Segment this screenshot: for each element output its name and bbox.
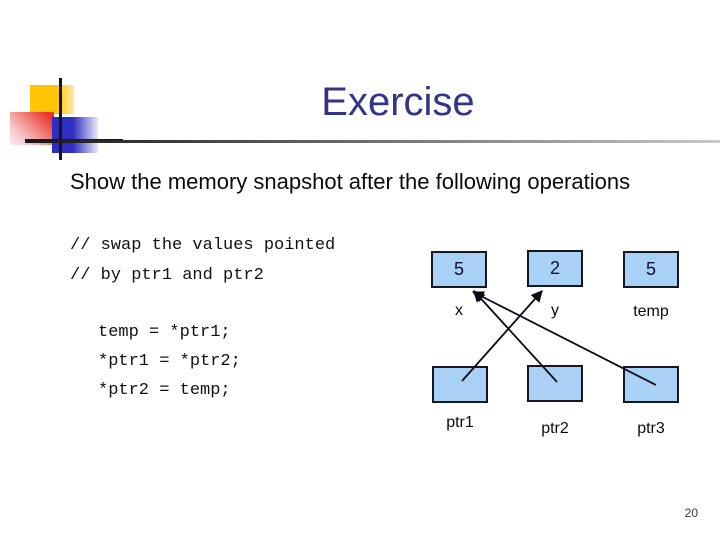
page-number: 20: [684, 506, 698, 520]
pointer-box-ptr2: [527, 365, 583, 402]
memory-box-y: 2: [527, 250, 583, 287]
memory-value-temp: 5: [645, 259, 656, 279]
code-statements: temp = *ptr1; *ptr1 = *ptr2; *ptr2 = tem…: [98, 318, 241, 405]
title-divider-line: [25, 140, 720, 143]
memory-box-temp: 5: [623, 251, 679, 288]
variable-label-x: x: [455, 302, 463, 319]
pointer-box-ptr3: [623, 366, 679, 403]
code-line-1: temp = *ptr1;: [98, 323, 231, 342]
code-comment-line-2: // by ptr1 and ptr2: [70, 266, 264, 285]
code-comments: // swap the values pointed // by ptr1 an…: [70, 231, 335, 291]
pointer-box-ptr1: [432, 366, 488, 403]
decor-vertical-line: [59, 78, 62, 160]
variable-label-temp: temp: [633, 303, 669, 320]
memory-box-x: 5: [431, 251, 487, 288]
variable-label-y: y: [551, 302, 559, 319]
memory-value-y: 2: [549, 258, 560, 278]
pointer-label-ptr2: ptr2: [541, 420, 569, 437]
code-comment-line-1: // swap the values pointed: [70, 236, 336, 255]
pointer-label-ptr3: ptr3: [637, 420, 665, 437]
code-line-2: *ptr1 = *ptr2;: [98, 352, 241, 371]
code-line-3: *ptr2 = temp;: [98, 381, 231, 400]
slide-subtitle: Show the memory snapshot after the follo…: [70, 169, 631, 194]
memory-value-x: 5: [453, 259, 464, 279]
pointer-label-ptr1: ptr1: [446, 414, 474, 431]
decor-yellow-square-icon: [30, 85, 74, 114]
slide-title: Exercise: [321, 80, 475, 124]
